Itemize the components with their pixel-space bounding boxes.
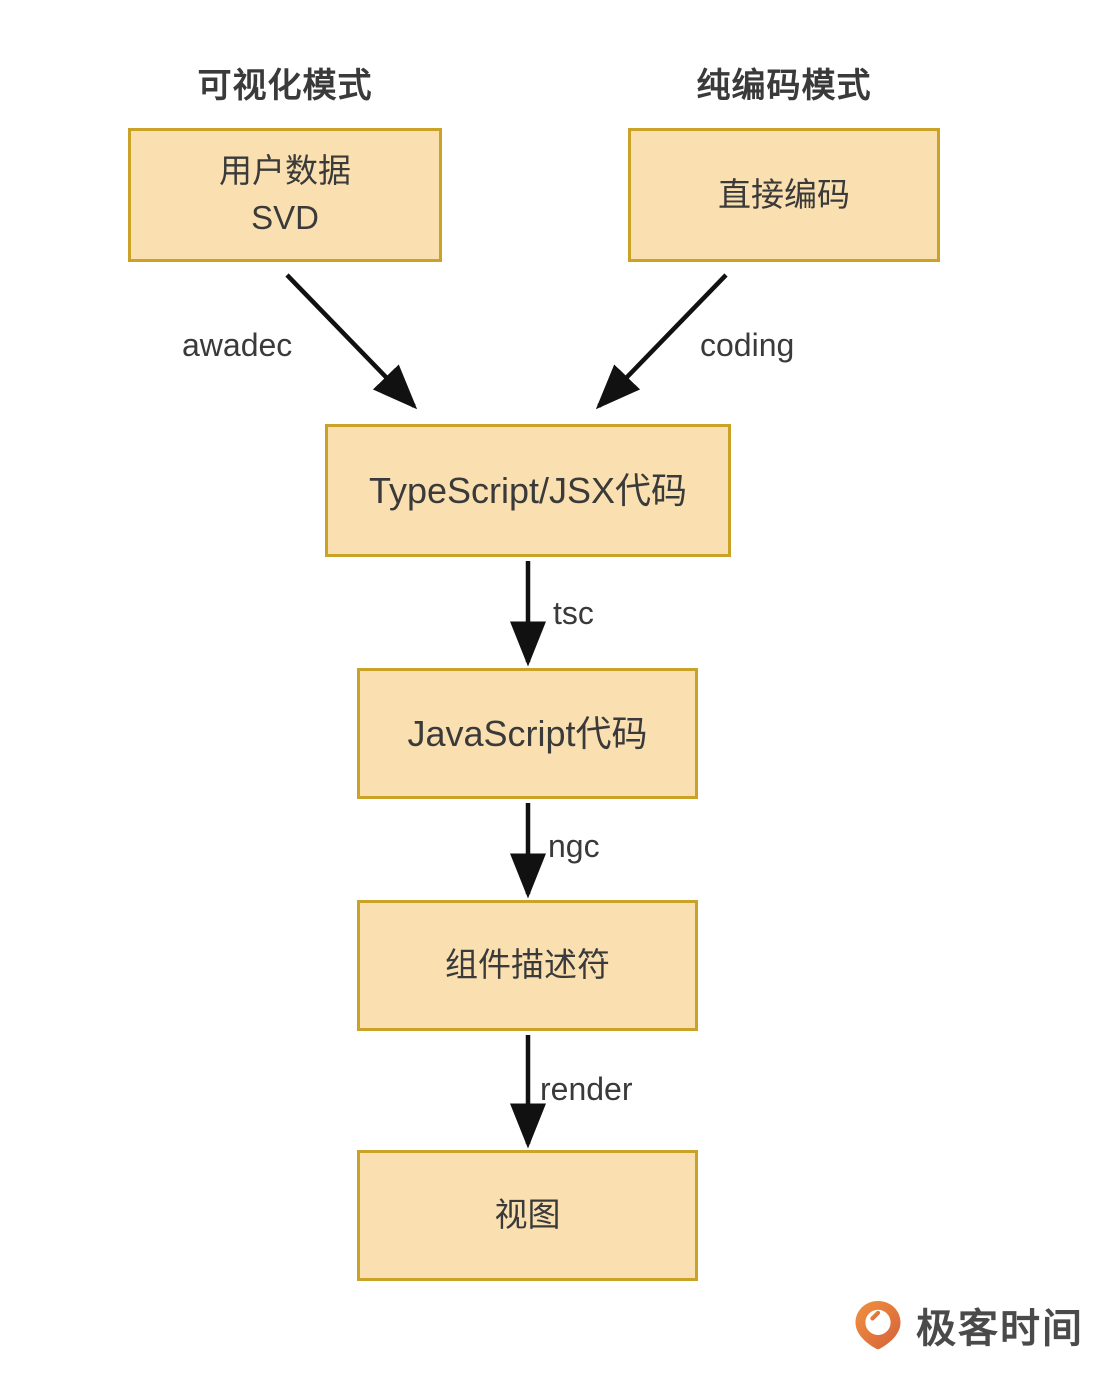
brand-name: 极客时间 xyxy=(916,1307,1084,1351)
geektime-pin-icon xyxy=(855,1301,901,1350)
node-view[interactable]: 视图 xyxy=(357,1150,698,1281)
node-direct-coding[interactable]: 直接编码 xyxy=(628,128,940,262)
edge-label-tsc: tsc xyxy=(553,595,594,631)
node-component-descriptor[interactable]: 组件描述符 xyxy=(357,900,698,1031)
node-typescript-jsx-code[interactable]: TypeScript/JSX代码 xyxy=(325,424,731,557)
column-title-coding-mode: 纯编码模式 xyxy=(696,67,872,105)
edge-label-render: render xyxy=(540,1071,633,1107)
edge-label-awadec: awadec xyxy=(182,327,293,363)
column-title-visual-mode: 可视化模式 xyxy=(197,67,373,105)
node-user-data-svd[interactable]: 用户数据 SVD xyxy=(128,128,442,262)
edge-label-ngc: ngc xyxy=(548,828,600,864)
arrow-userdata-to-tsjsx xyxy=(285,273,418,410)
node-javascript-code[interactable]: JavaScript代码 xyxy=(357,668,698,799)
edge-label-coding: coding xyxy=(700,327,795,363)
brand-logo: 极客时间 xyxy=(852,1296,1084,1354)
